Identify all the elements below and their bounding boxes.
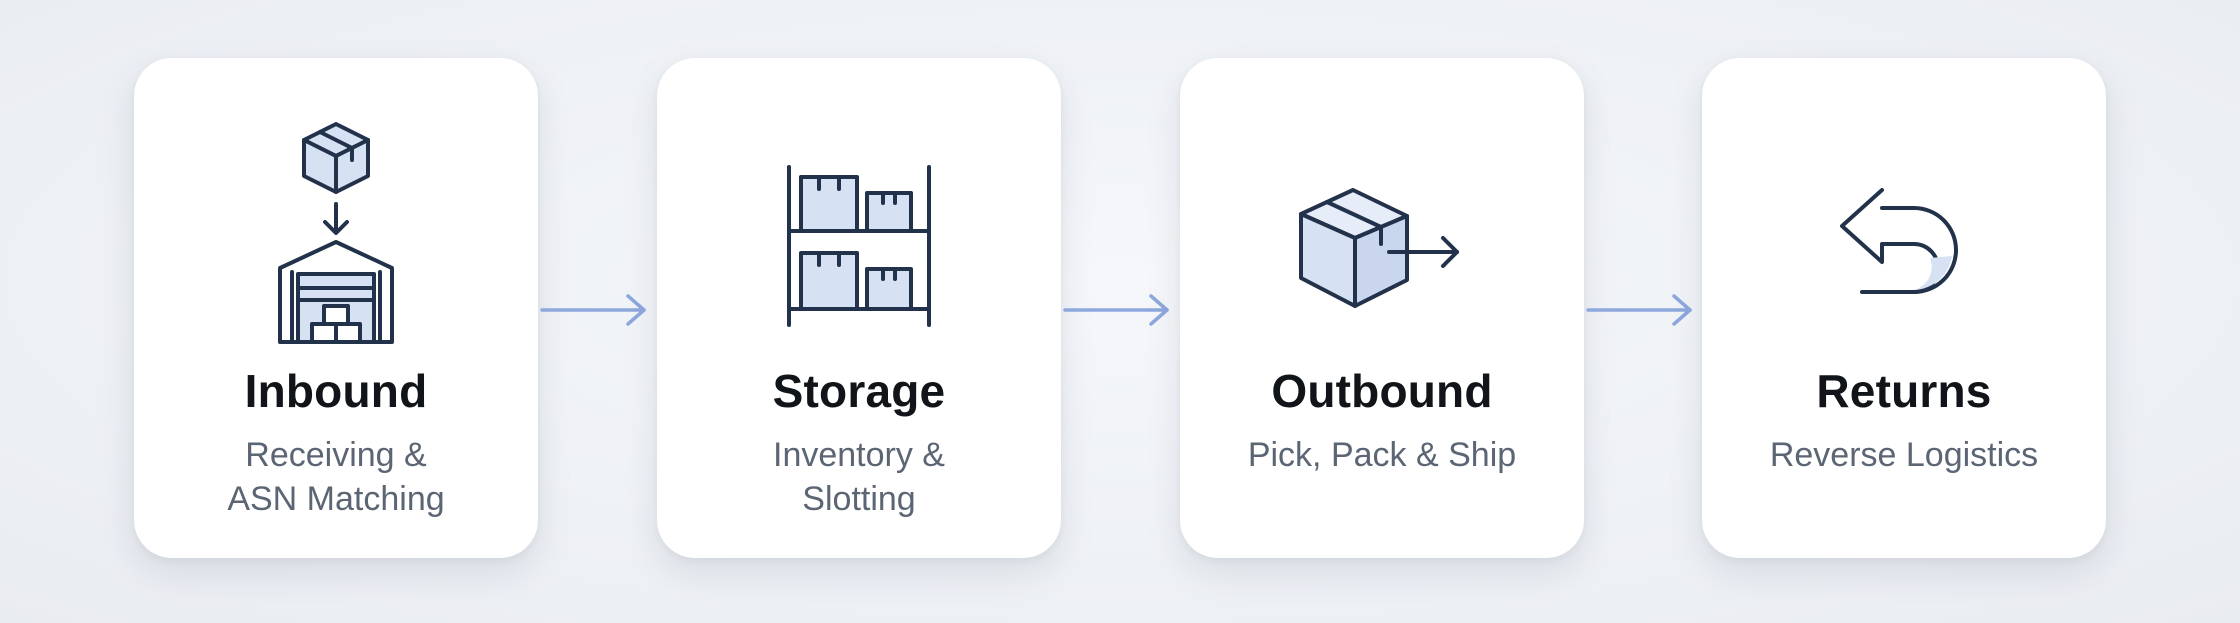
connector-arrow-icon xyxy=(1063,294,1169,326)
stage-subtitle-line: Inventory & xyxy=(773,436,945,474)
stage-subtitle-line: Slotting xyxy=(802,480,916,518)
connector-arrow-icon xyxy=(1586,294,1692,326)
stage-subtitle-line: Receiving & xyxy=(245,436,427,474)
stage-subtitle-line: Reverse Logistics xyxy=(1769,436,2039,474)
return-arrow-icon xyxy=(1702,186,2106,306)
stage-card-storage: Storage Inventory & Slotting xyxy=(657,58,1061,558)
stage-card-returns: Returns Reverse Logistics xyxy=(1702,58,2106,558)
connector-arrow-icon xyxy=(540,294,646,326)
stage-card-outbound: Outbound Pick, Pack & Ship xyxy=(1180,58,1584,558)
stage-subtitle-line: ASN Matching xyxy=(227,480,445,518)
stage-title: Outbound xyxy=(1271,365,1493,417)
stage-subtitle: Receiving & ASN Matching xyxy=(134,433,538,521)
warehouse-receiving-icon xyxy=(134,116,538,346)
stage-title: Storage xyxy=(772,365,946,417)
stage-subtitle: Inventory & Slotting xyxy=(657,433,1061,521)
stage-title: Returns xyxy=(1816,365,1992,417)
stage-title: Inbound xyxy=(244,365,428,417)
box-shipping-icon xyxy=(1180,184,1584,314)
stage-subtitle: Reverse Logistics xyxy=(1702,433,2106,477)
stage-card-inbound: Inbound Receiving & ASN Matching xyxy=(134,58,538,558)
stage-subtitle-line: Pick, Pack & Ship xyxy=(1247,436,1517,474)
stage-subtitle: Pick, Pack & Ship xyxy=(1180,433,1584,477)
storage-shelf-icon xyxy=(657,163,1061,328)
